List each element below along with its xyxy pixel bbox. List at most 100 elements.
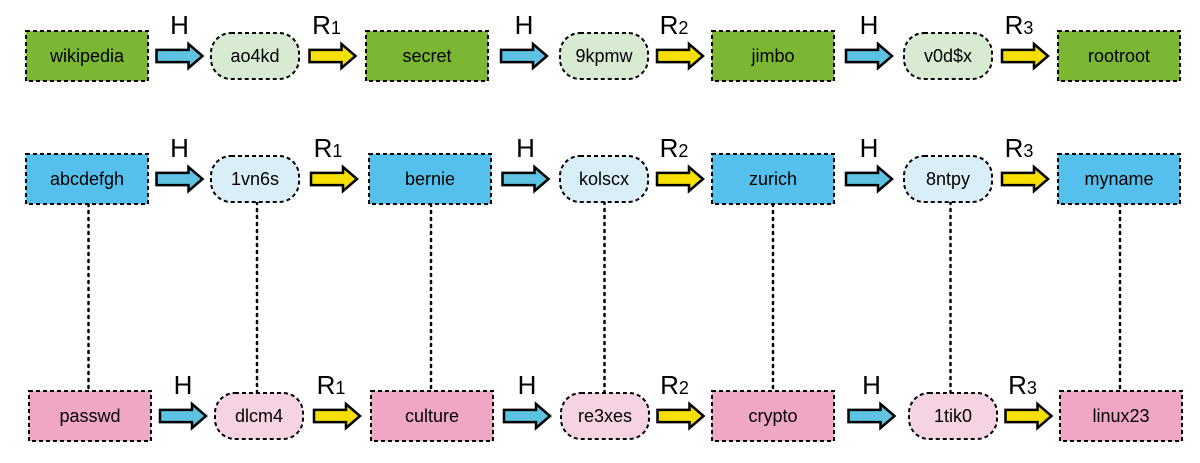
password-node-shape <box>1057 153 1181 205</box>
password-node-shape <box>711 30 835 82</box>
function-letter: R <box>1008 370 1027 400</box>
hash-node-shape <box>903 155 993 203</box>
reduce-arrow-shape <box>655 41 705 71</box>
reduce-arrow: R3 <box>1004 370 1054 431</box>
password-node-shape <box>711 390 835 442</box>
hash-node-shape <box>908 392 998 440</box>
hash-node-shape <box>560 392 650 440</box>
function-letter: H <box>860 10 879 40</box>
hash-arrow-shape <box>155 41 205 71</box>
password-node-label: myname <box>1084 169 1153 189</box>
password-node: crypto <box>711 390 835 442</box>
function-letter: R <box>314 133 333 163</box>
password-node-label: linux23 <box>1092 406 1149 426</box>
password-node-label: abcdefgh <box>50 169 124 189</box>
function-subscript: 2 <box>678 18 688 38</box>
reduce-function-label: R3 <box>1005 10 1034 40</box>
hash-node: re3xes <box>560 392 650 440</box>
password-node-label: crypto <box>748 406 797 426</box>
function-letter: R <box>660 370 679 400</box>
hash-arrow: H <box>501 133 551 194</box>
function-letter: R <box>660 133 679 163</box>
function-subscript: 2 <box>679 378 689 398</box>
password-node-shape <box>28 390 152 442</box>
hash-node: dlcm4 <box>214 392 304 440</box>
hash-arrow-shape <box>158 401 208 431</box>
hash-function-label: H <box>516 133 535 163</box>
password-node-shape <box>711 153 835 205</box>
function-letter: H <box>515 10 534 40</box>
hash-function-label: H <box>170 10 189 40</box>
password-node-label: secret <box>402 46 451 66</box>
hash-node-shape <box>214 392 304 440</box>
password-node: passwd <box>28 390 152 442</box>
reduce-function-label: R3 <box>1008 370 1037 400</box>
reduce-arrow-shape <box>308 41 358 71</box>
hash-node-label: dlcm4 <box>235 406 283 426</box>
hash-function-label: H <box>862 370 881 400</box>
password-node: culture <box>370 390 494 442</box>
hash-node-shape <box>903 32 993 80</box>
reduce-arrow-shape <box>309 164 359 194</box>
password-node: linux23 <box>1059 390 1183 442</box>
reduce-arrow-shape <box>312 401 362 431</box>
function-subscript: 3 <box>1027 378 1037 398</box>
hash-node-shape <box>210 32 300 80</box>
reduce-function-label: R2 <box>660 133 689 163</box>
reduce-arrow-shape <box>1000 164 1050 194</box>
function-subscript: 3 <box>1023 141 1033 161</box>
hash-arrow: H <box>499 10 549 71</box>
function-letter: H <box>170 10 189 40</box>
reduce-arrow: R1 <box>312 370 362 431</box>
function-subscript: 1 <box>335 378 345 398</box>
hash-node-shape <box>559 155 649 203</box>
hash-arrow-shape <box>155 164 205 194</box>
password-node: secret <box>365 30 489 82</box>
hash-arrow-shape <box>501 164 551 194</box>
hash-arrow: H <box>844 133 894 194</box>
hash-node: ao4kd <box>210 32 300 80</box>
hash-node-label: re3xes <box>578 406 632 426</box>
reduce-arrow-shape <box>1004 401 1054 431</box>
hash-arrow-shape <box>844 164 894 194</box>
function-letter: R <box>317 370 336 400</box>
password-node: jimbo <box>711 30 835 82</box>
reduce-arrow-shape <box>1000 41 1050 71</box>
password-node-label: culture <box>405 406 459 426</box>
password-node-shape <box>365 30 489 82</box>
hash-node-label: 9kpmw <box>575 46 633 66</box>
password-node-label: jimbo <box>750 46 794 66</box>
reduce-function-label: R1 <box>314 133 343 163</box>
password-node-shape <box>1059 390 1183 442</box>
function-letter: R <box>1005 10 1024 40</box>
function-letter: R <box>1005 133 1024 163</box>
function-letter: H <box>170 133 189 163</box>
hash-arrow: H <box>158 370 208 431</box>
password-node-shape <box>368 153 492 205</box>
hash-arrow-shape <box>844 41 894 71</box>
hash-node-label: 8ntpy <box>926 169 970 189</box>
hash-node-label: 1vn6s <box>231 169 279 189</box>
reduce-arrow-shape <box>655 164 705 194</box>
reduce-function-label: R1 <box>312 10 341 40</box>
hash-node: kolscx <box>559 155 649 203</box>
reduce-arrow: R1 <box>309 133 359 194</box>
connector-lines <box>87 200 1122 395</box>
password-node-label: bernie <box>405 169 455 189</box>
hash-arrow: H <box>847 370 897 431</box>
reduce-arrow: R2 <box>655 10 705 71</box>
hash-arrow: H <box>502 370 552 431</box>
password-node: bernie <box>368 153 492 205</box>
hash-node-label: kolscx <box>579 169 629 189</box>
function-letter: R <box>312 10 331 40</box>
hash-node: 8ntpy <box>903 155 993 203</box>
reduce-arrow-shape <box>656 401 706 431</box>
function-subscript: 2 <box>678 141 688 161</box>
password-node: abcdefgh <box>25 153 149 205</box>
function-subscript: 3 <box>1023 18 1033 38</box>
